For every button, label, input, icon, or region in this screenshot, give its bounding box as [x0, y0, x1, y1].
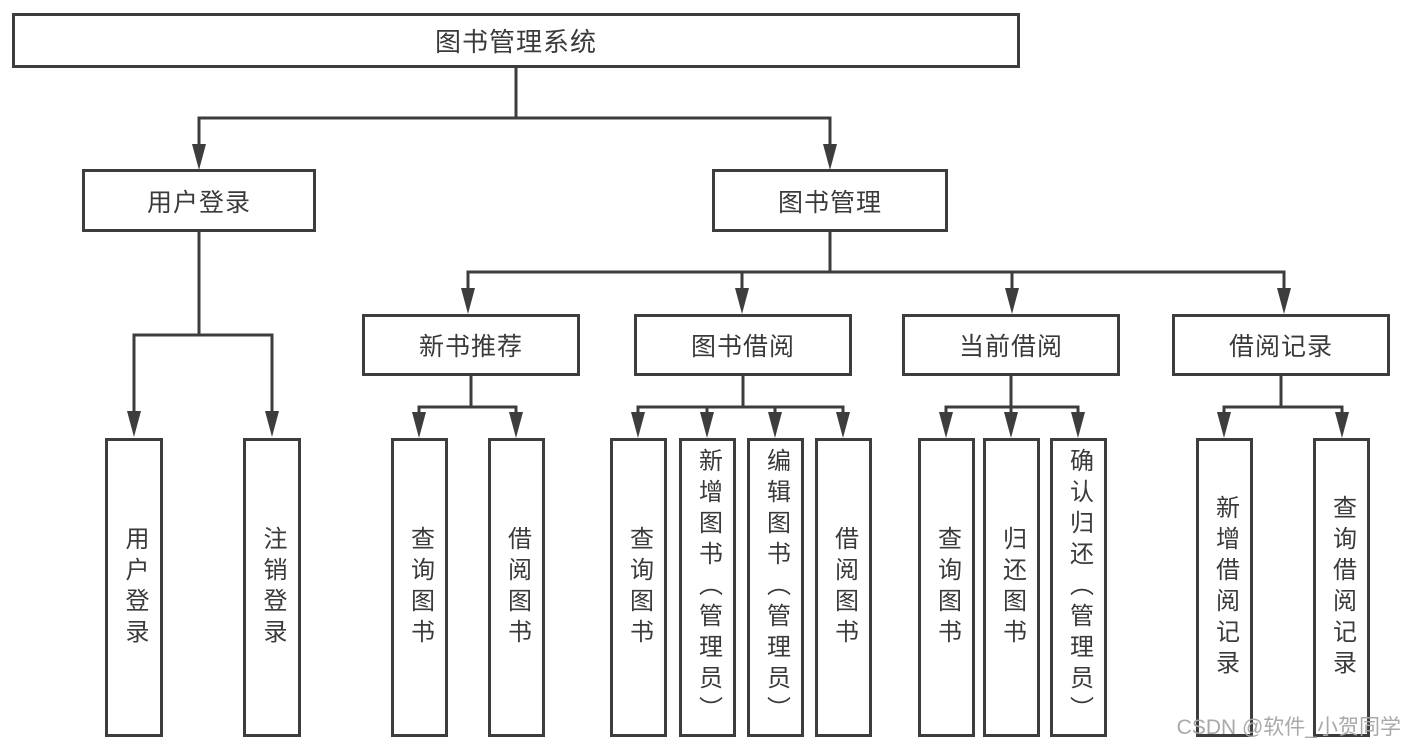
leaf-add-book-admin-label: 新增图书（管理员） [694, 448, 722, 727]
leaf-confirm-return-admin: 确认归还（管理员） [1050, 438, 1107, 737]
leaf-query-borrow-record: 查询借阅记录 [1313, 438, 1370, 737]
leaf-query-book-label: 查询图书 [933, 525, 961, 650]
leaf-logout-label: 注销登录 [259, 525, 286, 650]
leaf-borrow-book: 借阅图书 [488, 438, 545, 737]
leaf-confirm-return-admin-label: 确认归还（管理员） [1065, 448, 1093, 727]
leaf-query-book: 查询图书 [610, 438, 667, 737]
leaf-return-book: 归还图书 [983, 438, 1040, 737]
leaf-add-borrow-record: 新增借阅记录 [1196, 438, 1253, 737]
node-root: 图书管理系统 [12, 13, 1020, 68]
leaf-edit-book-admin: 编辑图书（管理员） [747, 438, 804, 737]
leaf-logout: 注销登录 [243, 438, 301, 737]
node-borrow-records-label: 借阅记录 [1228, 333, 1333, 361]
leaf-return-book-label: 归还图书 [998, 525, 1026, 650]
leaf-borrow-book-label: 借阅图书 [830, 525, 858, 650]
leaf-query-book: 查询图书 [918, 438, 975, 737]
leaf-user-login: 用户登录 [105, 438, 163, 737]
node-user-login: 用户登录 [82, 169, 316, 232]
node-book-borrow: 图书借阅 [634, 314, 852, 376]
leaf-query-book: 查询图书 [391, 438, 448, 737]
connector-book-borrow-branch [631, 376, 850, 438]
node-book-borrow-label: 图书借阅 [690, 333, 795, 361]
connector-current-borrow-branch [939, 376, 1085, 438]
node-current-borrow: 当前借阅 [902, 314, 1120, 376]
leaf-query-book-label: 查询图书 [406, 525, 434, 650]
leaf-user-login-label: 用户登录 [121, 525, 148, 650]
node-book-management: 图书管理 [712, 169, 948, 232]
connector-root-to-level1 [192, 68, 837, 170]
leaf-borrow-book-label: 借阅图书 [503, 525, 531, 650]
node-book-management-label: 图书管理 [777, 188, 882, 217]
leaf-add-book-admin: 新增图书（管理员） [679, 438, 736, 737]
csdn-watermark: CSDN @软件_小贺同学 [1176, 716, 1401, 739]
node-root-label: 图书管理系统 [434, 27, 597, 57]
node-new-book-recommend-label: 新书推荐 [418, 333, 523, 361]
connector-borrow-records-branch [1217, 376, 1349, 438]
leaf-add-borrow-record-label: 新增借阅记录 [1211, 494, 1239, 681]
connector-user-login-branch [127, 232, 279, 437]
node-borrow-records: 借阅记录 [1172, 314, 1390, 376]
node-new-book-recommend: 新书推荐 [362, 314, 580, 376]
connector-book-management-branch [461, 232, 1291, 314]
node-current-borrow-label: 当前借阅 [958, 333, 1063, 361]
leaf-borrow-book: 借阅图书 [815, 438, 872, 737]
connector-new-book-branch [412, 376, 523, 438]
leaf-query-book-label: 查询图书 [625, 525, 653, 650]
node-user-login-label: 用户登录 [146, 188, 251, 217]
leaf-query-borrow-record-label: 查询借阅记录 [1328, 494, 1356, 681]
leaf-edit-book-admin-label: 编辑图书（管理员） [762, 448, 790, 727]
